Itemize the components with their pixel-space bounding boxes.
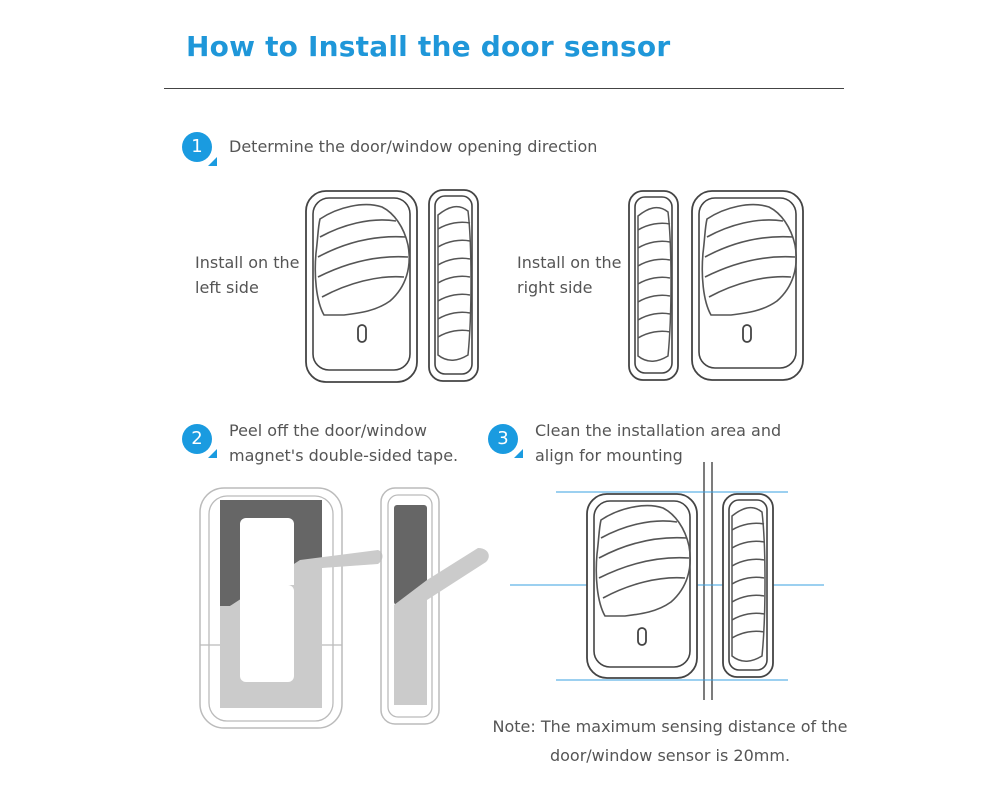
step-3-text-line2: align for mounting	[535, 446, 683, 465]
step-3-text: Clean the installation area and align fo…	[535, 418, 781, 468]
step-3-number: 3	[497, 428, 509, 449]
step-2-text-line1: Peel off the door/window	[229, 421, 427, 440]
right-sensor-body-outer	[691, 190, 804, 381]
aligned-sensor-body-outer	[586, 493, 698, 679]
left-sensor-wave-pattern	[314, 203, 411, 316]
step-1-text: Determine the door/window opening direct…	[229, 137, 598, 156]
aligned-sensor-indicator	[637, 627, 647, 646]
left-sensor-body-outer	[305, 190, 418, 383]
note-line1: Note: The maximum sensing distance of th…	[492, 717, 848, 736]
peel-tape-illustration	[199, 487, 489, 729]
right-install-illustration	[628, 190, 804, 381]
left-magnet-inner	[434, 195, 473, 375]
step-2-badge: 2	[182, 424, 217, 458]
right-magnet-inner	[634, 196, 673, 374]
step-2-number: 2	[191, 428, 203, 449]
right-side-label-line1: Install on the	[517, 253, 622, 272]
right-sensor-indicator	[742, 324, 752, 343]
magnet-exposed-adhesive	[394, 505, 427, 605]
step-2-text: Peel off the door/window magnet's double…	[229, 418, 458, 468]
left-side-label-line1: Install on the	[195, 253, 300, 272]
left-sensor-body-inner	[312, 197, 411, 371]
tape-magnet-outer	[380, 487, 440, 725]
alignment-illustration	[510, 462, 824, 700]
tape-body-outer	[199, 487, 343, 729]
page-title: How to Install the door sensor	[186, 30, 671, 63]
left-magnet-outer	[428, 189, 479, 382]
right-magnet-wave-pattern	[637, 206, 672, 363]
note: Note: The maximum sensing distance of th…	[490, 712, 850, 770]
right-side-label-line2: right side	[517, 278, 593, 297]
step-1-number: 1	[191, 136, 203, 157]
left-side-label: Install on the left side	[195, 250, 300, 300]
step-2-text-line2: magnet's double-sided tape.	[229, 446, 459, 465]
step-3-text-line1: Clean the installation area and	[535, 421, 782, 440]
left-install-illustration	[305, 189, 479, 383]
left-side-label-line2: left side	[195, 278, 259, 297]
left-sensor-indicator	[357, 324, 367, 343]
left-magnet-wave-pattern	[437, 205, 472, 362]
right-sensor-body-inner	[698, 197, 797, 369]
magnet-tape-peeling	[394, 548, 489, 705]
step-3-badge: 3	[488, 424, 523, 458]
title-divider	[164, 88, 844, 89]
right-side-label: Install on the right side	[517, 250, 622, 300]
note-line2: door/window sensor is 20mm.	[549, 746, 791, 765]
step-1-badge: 1	[182, 132, 217, 166]
right-magnet-outer	[628, 190, 679, 381]
right-sensor-wave-pattern	[701, 203, 798, 316]
tape-body-inner	[208, 495, 334, 722]
